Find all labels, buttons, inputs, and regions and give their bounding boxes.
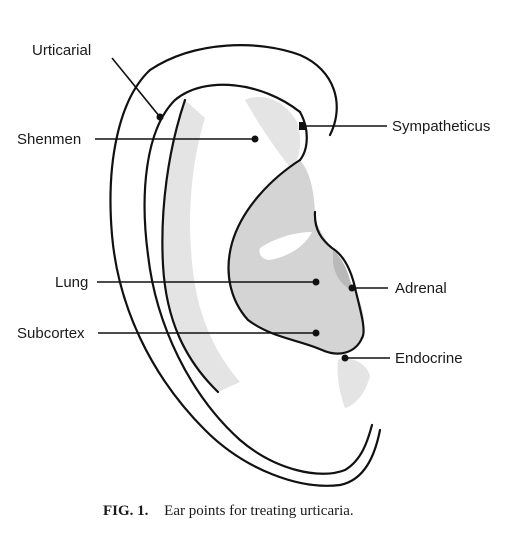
point-adrenal: Adrenal — [348, 280, 447, 297]
point-sympatheticus: Sympatheticus — [299, 118, 490, 135]
antihelix-line — [143, 83, 374, 475]
tragus-shading — [333, 250, 352, 290]
label-urticarial: Urticarial — [32, 42, 91, 59]
helix-outer-back-line — [109, 68, 382, 487]
label-endocrine: Endocrine — [395, 350, 463, 367]
label-sympatheticus: Sympatheticus — [392, 118, 490, 135]
concha-rim-line — [227, 158, 364, 355]
label-adrenal: Adrenal — [395, 280, 447, 297]
fossa-inner-line — [161, 98, 220, 394]
label-shenmen: Shenmen — [17, 131, 81, 148]
fossa-upper-line — [298, 110, 308, 162]
point-urticarial: Urticarial — [32, 42, 164, 121]
label-lung: Lung — [55, 274, 88, 291]
triangular-fossa-shading — [245, 96, 301, 170]
concha-shading — [228, 160, 365, 354]
label-subcortex: Subcortex — [17, 325, 85, 342]
point-endocrine: Endocrine — [341, 350, 463, 367]
point-lung: Lung — [55, 274, 320, 291]
point-subcortex: Subcortex — [17, 325, 320, 342]
intertragic-shading — [337, 358, 370, 408]
figure-caption-text: Ear points for treating urticaria. — [164, 503, 354, 519]
figure-caption: FIG. 1. Ear points for treating urticari… — [103, 503, 354, 519]
point-shenmen: Shenmen — [17, 131, 259, 148]
scapha-shading — [162, 100, 240, 392]
cymba-highlight — [259, 232, 312, 260]
tragus-line — [313, 210, 365, 340]
figure-number: FIG. 1. — [103, 503, 149, 519]
helix-outer-line — [148, 44, 338, 137]
